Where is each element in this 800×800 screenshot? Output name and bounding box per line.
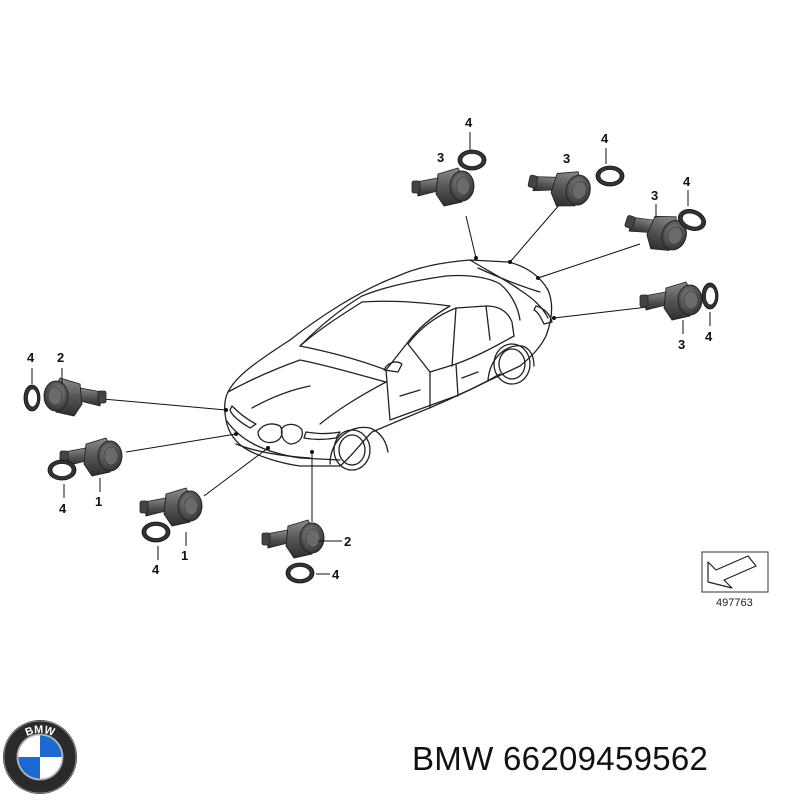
car-side-windows — [407, 305, 515, 373]
part-number: 66209459562 — [503, 740, 709, 777]
callout-3-right-lower: 3 — [678, 337, 685, 352]
ring-bottom-center — [285, 562, 315, 584]
car-headlight-right — [303, 431, 341, 441]
sensor-bottom-center — [261, 519, 325, 559]
arrow-reference-icon — [707, 555, 757, 589]
callout-4-top-1: 4 — [465, 115, 473, 130]
brand-text: BMW — [412, 740, 494, 777]
car-roof-line — [299, 274, 521, 347]
callout-4-right-upper: 4 — [683, 174, 691, 189]
callout-2-bottom-center: 2 — [344, 534, 351, 549]
sensor-bottom-left — [139, 487, 203, 527]
car-front-wheel — [333, 429, 371, 471]
car-hood — [227, 359, 387, 425]
sensor-left-upper — [44, 378, 106, 416]
callout-1-bottom-left: 1 — [181, 548, 188, 563]
car-rear-wheel — [493, 343, 531, 385]
reference-box: 497763 — [701, 551, 769, 609]
callout-3-top-2: 3 — [563, 151, 570, 166]
ring-top-2 — [595, 165, 625, 187]
callout-3-top-1: 3 — [437, 150, 444, 165]
car-windshield — [299, 300, 451, 371]
callout-4-right-lower: 4 — [705, 329, 713, 344]
sensor-top-1 — [411, 167, 475, 207]
bmw-roundel-icon: BMW — [3, 720, 77, 794]
svg-text:BMW: BMW — [24, 724, 57, 739]
car-grille — [257, 423, 304, 445]
sensor-top-2 — [524, 161, 595, 213]
callout-1-left-middle: 1 — [95, 494, 102, 509]
callout-4-bottom-left: 4 — [152, 562, 160, 577]
callout-2-left-upper: 2 — [57, 350, 64, 365]
car-rear-wheel-arch — [487, 345, 535, 381]
sensor-right-lower — [639, 281, 703, 321]
car-headlight-left — [229, 405, 257, 429]
leader-lines — [91, 203, 657, 522]
callout-4-top-2: 4 — [601, 131, 609, 146]
part-label: BMW 66209459562 — [412, 740, 794, 778]
car-trunk-line — [469, 259, 549, 319]
car-outline — [224, 259, 553, 471]
logo-letters: BMW — [24, 724, 57, 739]
reference-number: 497763 — [716, 597, 753, 609]
car-mirror — [383, 361, 403, 373]
ring-left-upper — [23, 384, 41, 412]
callout-4-left-middle: 4 — [59, 501, 67, 516]
callout-3-right-upper: 3 — [651, 188, 658, 203]
callout-4-bottom-center: 4 — [332, 567, 340, 582]
car-body-outline — [224, 259, 553, 467]
ring-right-lower — [701, 282, 719, 310]
ring-left-middle — [47, 459, 77, 481]
car-tail-light — [533, 305, 553, 325]
car-doors — [385, 363, 501, 421]
ring-bottom-left — [141, 521, 171, 543]
callout-4-left-upper: 4 — [27, 350, 35, 365]
ring-top-1 — [457, 149, 487, 171]
